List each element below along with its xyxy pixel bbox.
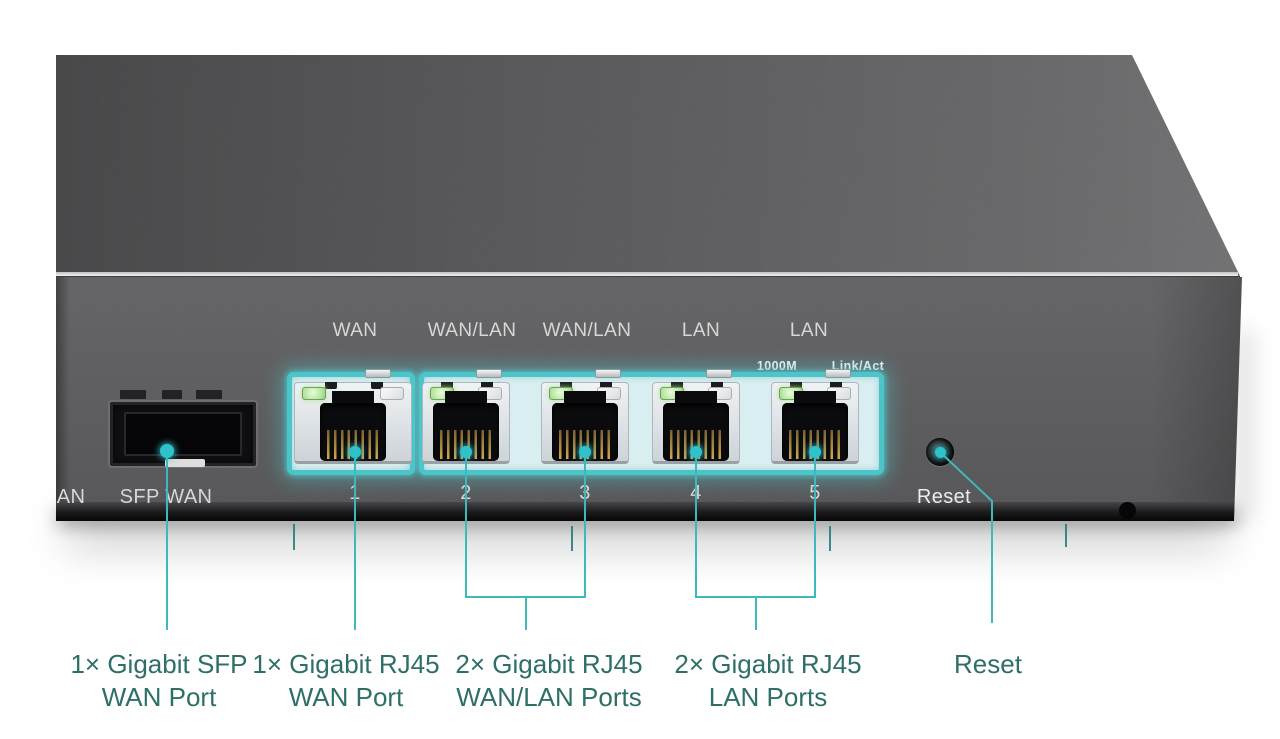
chassis-bottom-bezel <box>56 502 1242 521</box>
sfp-top-slot <box>120 390 146 399</box>
panel-left-edge-shade <box>56 277 70 521</box>
shield-notch <box>671 382 683 389</box>
caption-line1: 1× Gigabit RJ45 <box>252 649 440 679</box>
shield-tab <box>476 369 502 378</box>
caption-sfp-wan: 1× Gigabit SFP WAN Port <box>39 648 279 714</box>
port-label-wan: WAN <box>332 320 378 341</box>
callout-dot-port4 <box>690 446 702 458</box>
caption-line2: WAN Port <box>101 682 217 712</box>
sfp-wan-port <box>108 400 258 468</box>
rj45-clip-slot <box>675 391 717 404</box>
panel-right-edge-shade <box>1150 277 1242 521</box>
sfp-wan-printed-label: SFP WAN <box>119 486 213 508</box>
callout-dot-port2 <box>460 446 472 458</box>
tick-mark <box>571 526 573 551</box>
front-edge-highlight <box>56 272 1238 276</box>
callout-dot-sfp <box>160 444 174 458</box>
cropped-left-port-label: AN <box>56 486 86 508</box>
shield-tab <box>706 369 732 378</box>
chassis-right-shadow <box>1236 330 1252 520</box>
caption-reset: Reset <box>868 648 1108 681</box>
tick-mark <box>829 526 831 551</box>
shield-notch <box>790 382 802 389</box>
rj45-clip-slot <box>564 391 606 404</box>
port-label-lan-1: LAN <box>681 320 721 341</box>
shield-notch <box>481 382 493 389</box>
activity-led <box>380 387 404 400</box>
shield-notch <box>371 382 383 389</box>
rj45-clip-slot <box>445 391 487 404</box>
shield-notch <box>560 382 572 389</box>
reset-printed-label: Reset <box>916 486 972 508</box>
caption-line1: Reset <box>954 649 1022 679</box>
rj45-clip-slot <box>332 391 374 404</box>
callout-dot-reset <box>935 447 946 458</box>
port-label-wan-lan-2: WAN/LAN <box>542 320 632 341</box>
rj45-clip-slot <box>794 391 836 404</box>
callout-dot-port3 <box>579 446 591 458</box>
caption-rj45-wan-lan: 2× Gigabit RJ45 WAN/LAN Ports <box>429 648 669 714</box>
sfp-cage-opening <box>124 412 242 456</box>
callout-dot-port5 <box>809 446 821 458</box>
security-slot-notch <box>1119 502 1136 519</box>
shield-tab <box>825 369 851 378</box>
callout-dot-port1 <box>349 446 361 458</box>
shield-notch <box>441 382 453 389</box>
shield-notch <box>711 382 723 389</box>
caption-line2: WAN/LAN Ports <box>456 682 642 712</box>
led-caption-1000m: 1000M <box>756 359 798 373</box>
port-label-wan-lan-1: WAN/LAN <box>427 320 517 341</box>
port-label-lan-2: LAN <box>789 320 829 341</box>
caption-line2: LAN Ports <box>708 682 828 712</box>
shield-notch <box>325 382 337 389</box>
sfp-latch-bar <box>165 459 205 467</box>
sfp-top-slot <box>196 390 222 399</box>
caption-line1: 2× Gigabit RJ45 <box>455 649 643 679</box>
sfp-top-slot <box>162 390 182 399</box>
shield-tab <box>365 369 391 378</box>
caption-line1: 2× Gigabit RJ45 <box>674 649 862 679</box>
shield-tab <box>595 369 621 378</box>
caption-line1: 1× Gigabit SFP <box>70 649 248 679</box>
tick-mark <box>1065 524 1067 547</box>
link-led-green <box>302 387 326 400</box>
caption-line2: WAN Port <box>288 682 404 712</box>
tick-mark <box>293 524 295 550</box>
chassis-soft-shadow <box>66 518 1226 544</box>
shield-notch <box>600 382 612 389</box>
shield-notch <box>830 382 842 389</box>
caption-rj45-lan: 2× Gigabit RJ45 LAN Ports <box>648 648 888 714</box>
caption-rj45-wan: 1× Gigabit RJ45 WAN Port <box>226 648 466 714</box>
